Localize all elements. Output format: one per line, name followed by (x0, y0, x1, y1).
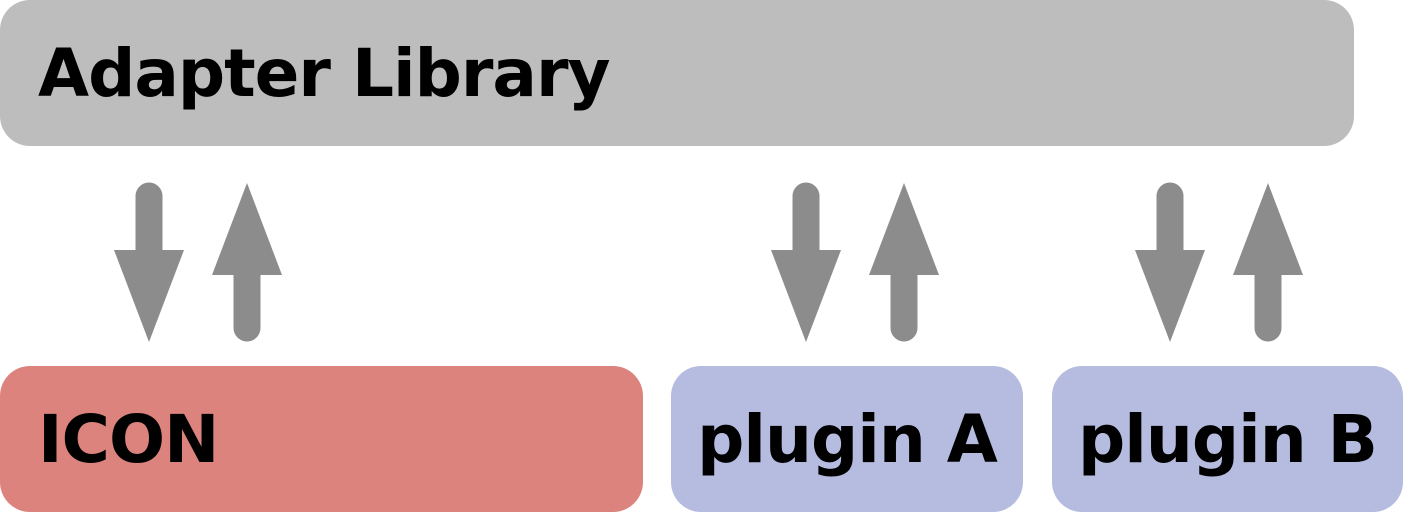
plugin-a-link-arrows (771, 182, 939, 342)
arrow-down-icon-link (114, 182, 184, 342)
adapter-library-box: Adapter Library (0, 0, 1354, 146)
arrow-down-plugin-a-link (771, 182, 841, 342)
plugin-b-link-arrows (1135, 182, 1303, 342)
plugin-a-box: plugin A (671, 366, 1023, 512)
arrow-up-icon-link (212, 183, 282, 342)
arrow-up-plugin-b-link (1233, 183, 1303, 342)
arrow-up-plugin-a-link (869, 183, 939, 342)
plugin-b-box: plugin B (1052, 366, 1403, 512)
icon-box: ICON (0, 366, 643, 512)
arrow-down-plugin-b-link (1135, 182, 1205, 342)
icon-link-arrows (114, 182, 282, 342)
